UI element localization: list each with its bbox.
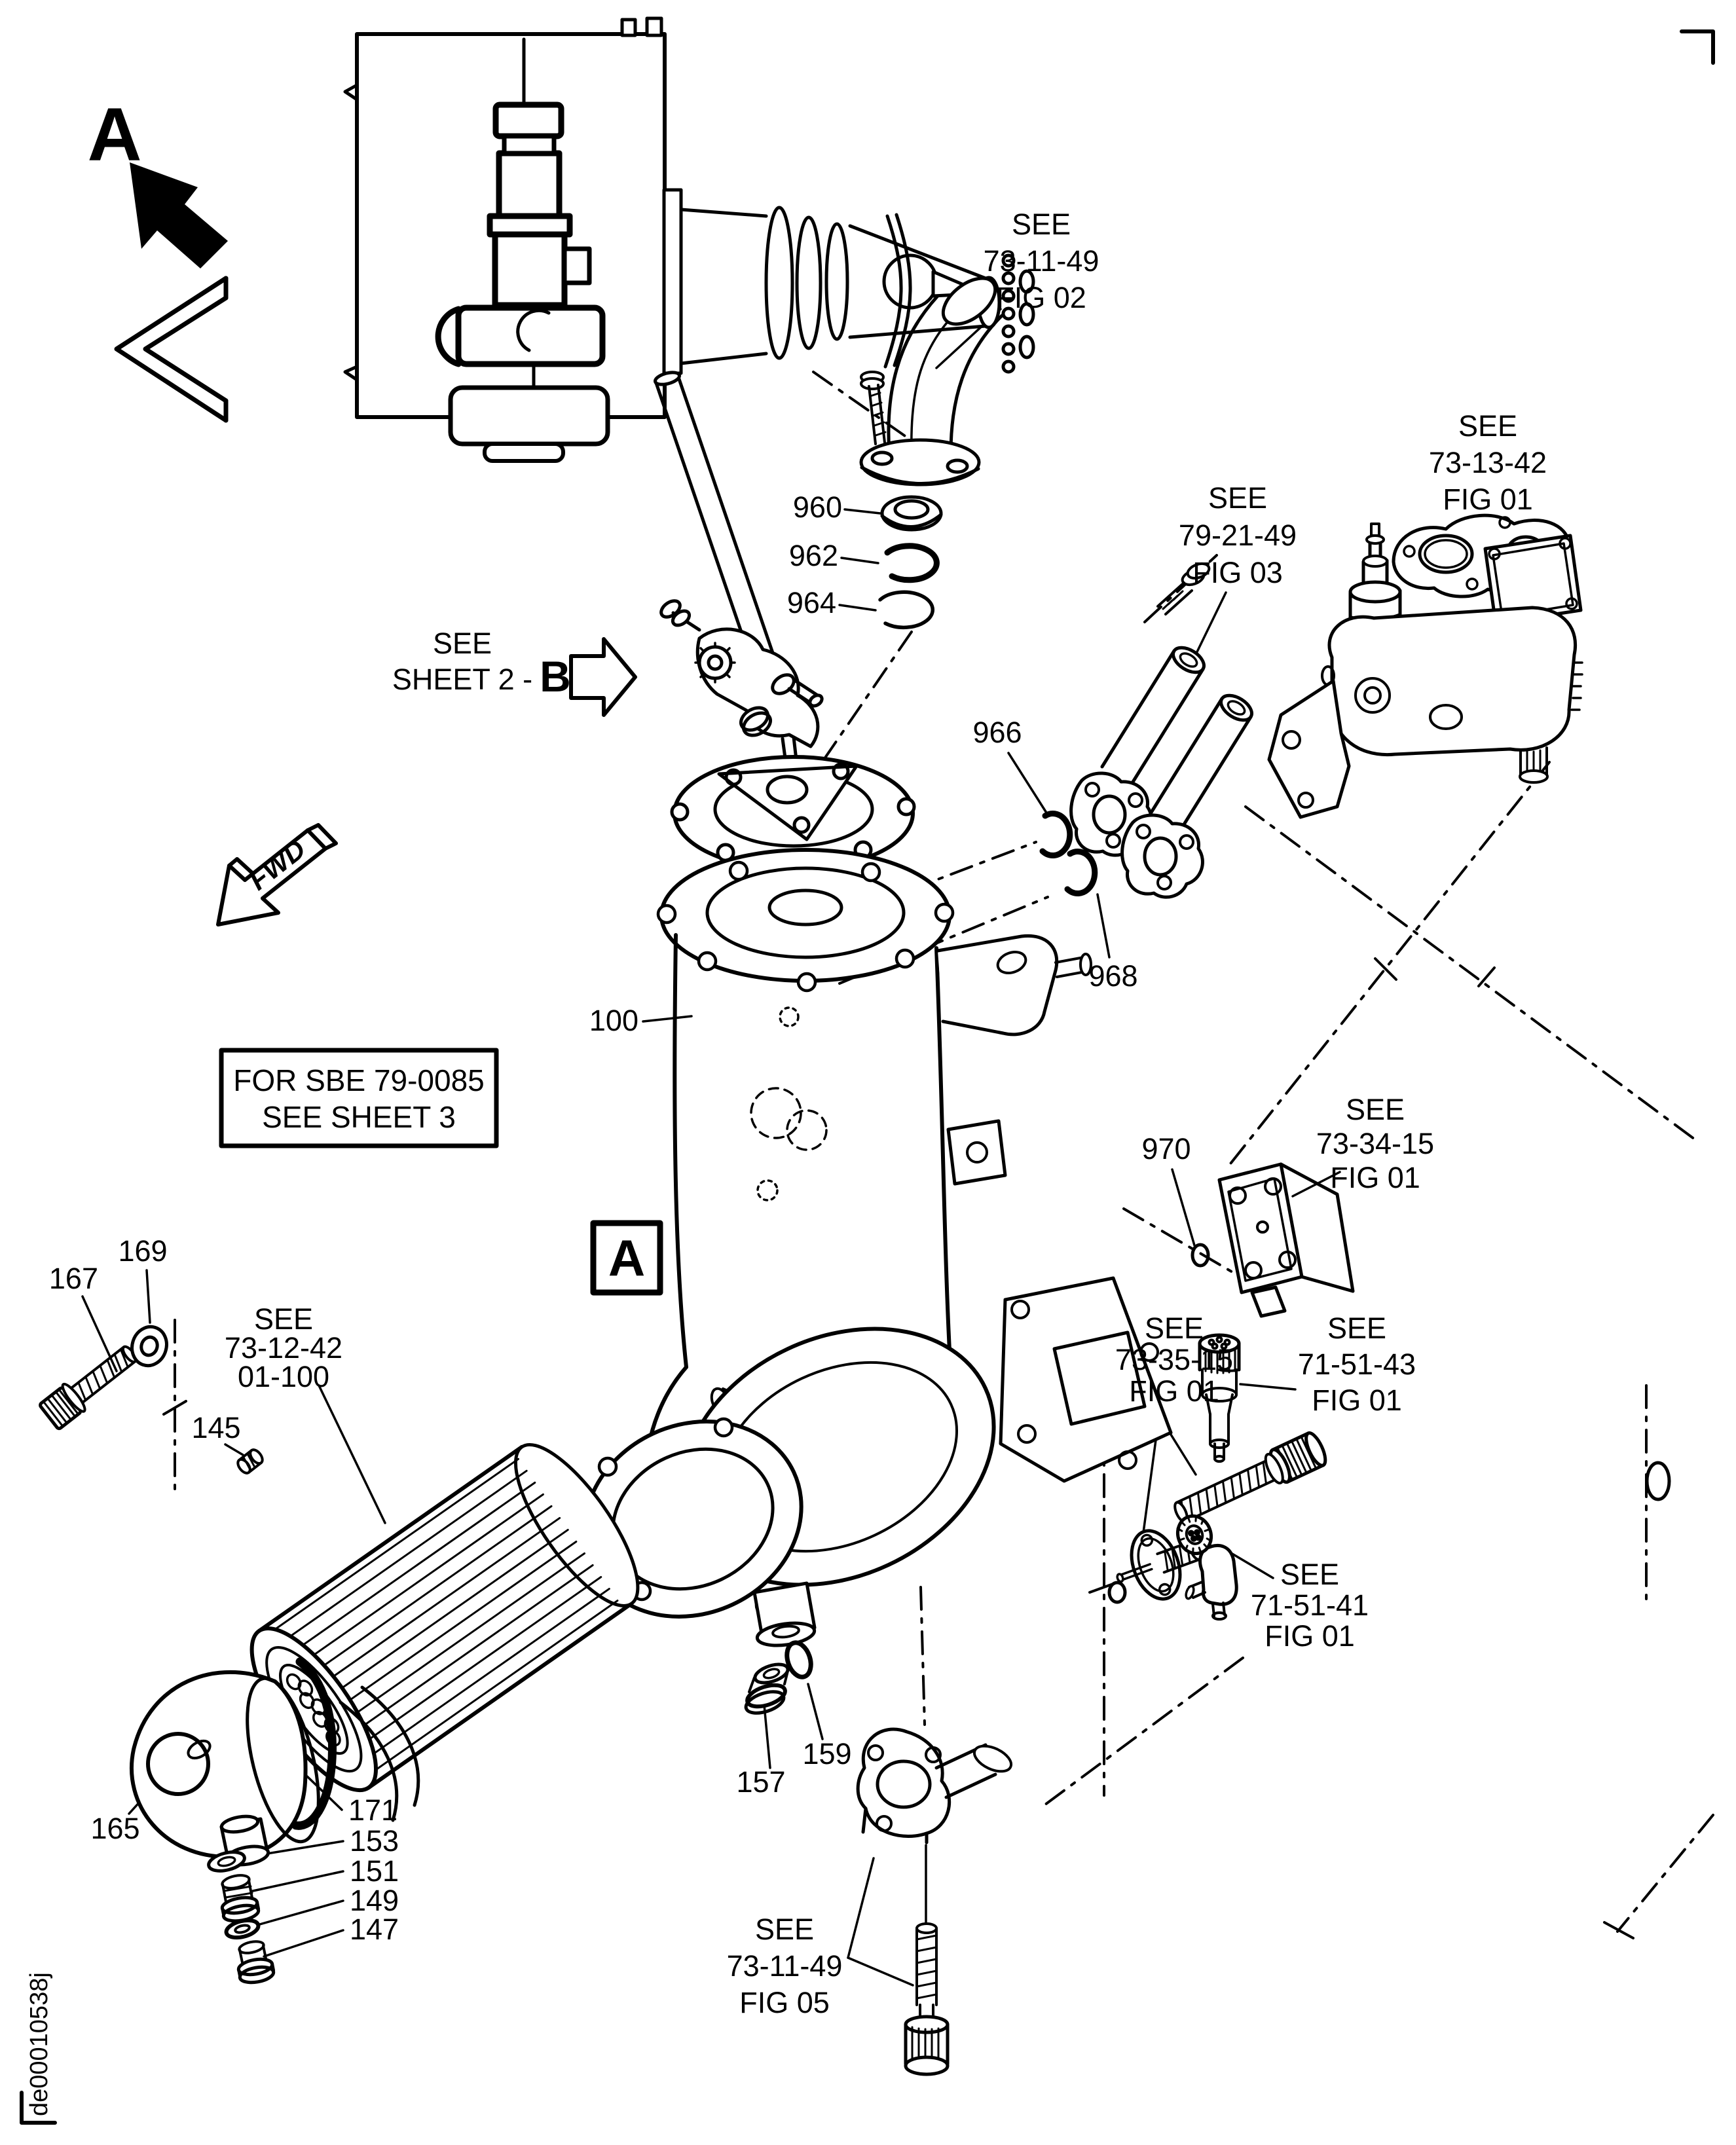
tube-assembly-79-21-49 bbox=[1069, 562, 1253, 897]
pump-volute bbox=[582, 1327, 996, 1647]
label-marker-b: B bbox=[540, 652, 571, 701]
label-part-171: 171 bbox=[348, 1793, 397, 1827]
washer-169 bbox=[130, 1325, 168, 1368]
setscrew-145 bbox=[236, 1448, 264, 1475]
label-part-159: 159 bbox=[802, 1737, 851, 1770]
note-box: FOR SBE 79-0085 SEE SHEET 3 bbox=[219, 1048, 499, 1148]
label-part-165: 165 bbox=[90, 1812, 139, 1845]
label-part-960: 960 bbox=[793, 490, 842, 524]
label-part-966: 966 bbox=[972, 716, 1022, 749]
seal-960 bbox=[880, 495, 943, 532]
label-part-149: 149 bbox=[350, 1884, 399, 1917]
detail-a-arrow bbox=[130, 162, 228, 268]
plug-147 bbox=[236, 1940, 276, 1985]
detail-a-box bbox=[590, 1220, 663, 1296]
corner-marks bbox=[20, 29, 1715, 2125]
detail-a-chevron bbox=[114, 276, 229, 423]
label-part-169: 169 bbox=[118, 1234, 167, 1268]
mount-bolt-fig05 bbox=[904, 1922, 950, 2076]
oring-159 bbox=[785, 1640, 813, 1679]
label-part-145: 145 bbox=[191, 1411, 240, 1444]
ring-964 bbox=[878, 590, 934, 630]
cover-plate bbox=[670, 755, 916, 871]
label-part-151: 151 bbox=[350, 1854, 399, 1888]
filter-element bbox=[249, 1442, 640, 1793]
control-rod-lever bbox=[654, 371, 824, 775]
outlet-elbow-flange bbox=[856, 1727, 1013, 1844]
retaining-ring-962 bbox=[884, 543, 940, 583]
engine-inset bbox=[343, 16, 1035, 463]
note-line1: FOR SBE 79-0085 bbox=[233, 1063, 485, 1097]
label-part-962: 962 bbox=[789, 539, 838, 572]
gasket-171 bbox=[291, 1657, 337, 1830]
oring-970 bbox=[1191, 1243, 1210, 1268]
drawing-id: de00010538j bbox=[26, 1972, 53, 2116]
label-part-147: 147 bbox=[350, 1913, 399, 1946]
fuel-control-unit bbox=[1267, 513, 1583, 819]
retaining-ring-966 bbox=[1039, 811, 1073, 858]
plug-151 bbox=[220, 1874, 261, 1923]
label-part-153: 153 bbox=[350, 1824, 399, 1858]
plug-157 bbox=[744, 1662, 790, 1715]
label-part-968: 968 bbox=[1088, 959, 1137, 993]
elbow-connector-71-51-41 bbox=[1175, 1514, 1238, 1621]
retaining-ring-968 bbox=[1064, 849, 1098, 896]
label-part-964: 964 bbox=[787, 586, 836, 619]
label-marker-a-box: A bbox=[608, 1229, 645, 1287]
connector-71-51-43 bbox=[1198, 1333, 1241, 1463]
fwd-arrow: FWD bbox=[216, 823, 338, 926]
washer-149 bbox=[224, 1918, 261, 1940]
detail-b-arrow bbox=[569, 637, 637, 717]
filter-cover-165 bbox=[129, 1657, 420, 1867]
air-inlet-elbow bbox=[859, 276, 1004, 486]
label-part-167: 167 bbox=[49, 1262, 98, 1295]
label-marker-a-inset: A bbox=[87, 93, 141, 177]
note-line2: SEE SHEET 3 bbox=[262, 1100, 456, 1134]
washer-153 bbox=[207, 1850, 246, 1873]
elbow-flange-bolt bbox=[860, 371, 887, 445]
oring-right-edge bbox=[1645, 1461, 1671, 1501]
bolt-167 bbox=[39, 1345, 138, 1431]
label-part-100: 100 bbox=[589, 1004, 638, 1037]
label-part-970: 970 bbox=[1141, 1132, 1191, 1165]
solenoid-block-73-34-15 bbox=[1217, 1162, 1355, 1318]
stud-73-35-15 bbox=[1173, 1431, 1327, 1524]
label-part-157: 157 bbox=[736, 1765, 785, 1799]
oring-73-35-15 bbox=[1107, 1581, 1127, 1604]
